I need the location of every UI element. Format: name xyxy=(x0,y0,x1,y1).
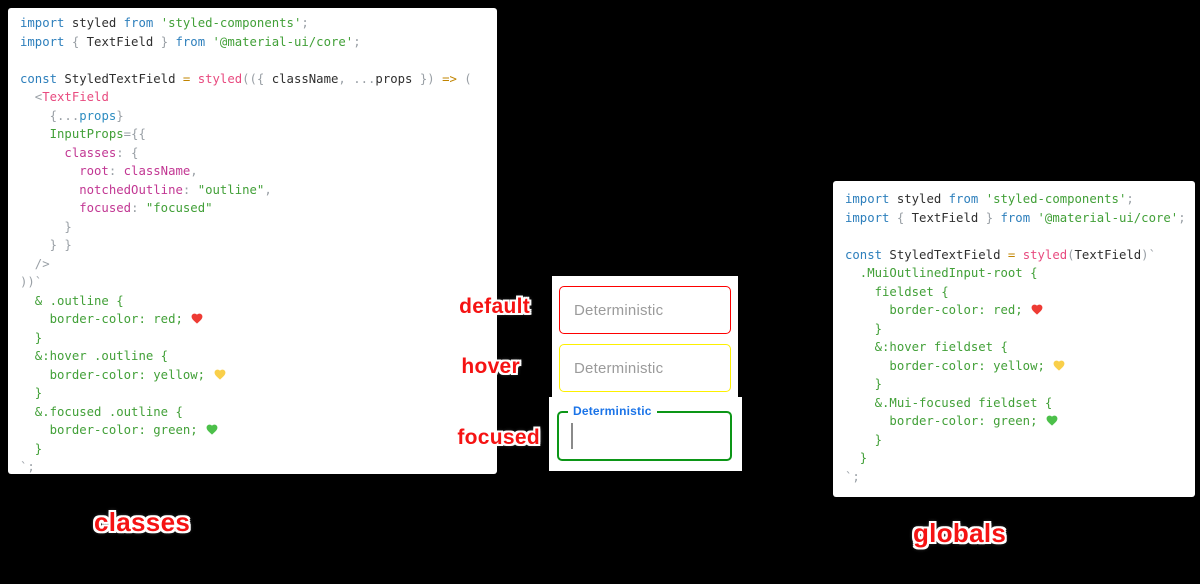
code-line: `; xyxy=(20,460,35,474)
annotation-default: default xyxy=(459,295,530,318)
textfield-placeholder: Deterministic xyxy=(574,359,664,377)
code-line: border-color: yellow; xyxy=(20,366,497,385)
code-line: border-color: yellow; xyxy=(845,357,1195,376)
textfield-placeholder: Deterministic xyxy=(574,301,664,319)
annotation-classes: classes xyxy=(94,507,191,537)
code-line: InputProps={{ xyxy=(20,127,146,141)
code-line: } xyxy=(845,321,883,336)
code-line xyxy=(845,227,1195,246)
code-line: .MuiOutlinedInput-root { xyxy=(845,266,1038,280)
heart-green-icon xyxy=(1045,414,1059,428)
heart-red-icon xyxy=(1030,303,1044,317)
code-line: /> xyxy=(20,256,50,271)
annotation-hover: hover xyxy=(461,355,520,378)
code-line: } xyxy=(20,441,43,456)
code-block-classes: import styled from 'styled-components'; i… xyxy=(8,8,497,474)
code-line: border-color: red; xyxy=(20,310,497,329)
annotation-globals: globals xyxy=(913,518,1007,548)
code-line: <TextField xyxy=(20,90,109,104)
code-line: & .outline { xyxy=(20,293,124,308)
heart-yellow-icon xyxy=(213,368,227,382)
textfield-hover[interactable]: Deterministic xyxy=(559,344,731,392)
code-line: &.Mui-focused fieldset { xyxy=(845,395,1053,410)
code-line: border-color: green; xyxy=(845,412,1195,431)
code-line: root: className, xyxy=(20,164,198,178)
code-line: import styled from 'styled-components'; xyxy=(845,192,1134,206)
code-line: ))` xyxy=(20,275,43,289)
code-line: const StyledTextField = styled(TextField… xyxy=(845,247,1156,262)
code-line: const StyledTextField = styled(({ classN… xyxy=(20,71,472,86)
code-line: notchedOutline: "outline", xyxy=(20,182,272,197)
text-cursor xyxy=(571,423,573,449)
code-line: border-color: green; xyxy=(20,421,497,440)
code-line xyxy=(20,51,497,70)
code-line: } xyxy=(20,219,72,234)
textfield-demo-card-bottom: Deterministic xyxy=(549,397,742,471)
textfield-floating-label: Deterministic xyxy=(568,404,657,418)
annotation-focused: focused xyxy=(457,426,540,449)
code-line: fieldset { xyxy=(845,284,949,299)
textfield-focused[interactable]: Deterministic xyxy=(557,404,732,461)
code-line: &:hover .outline { xyxy=(20,349,169,363)
textfield-default[interactable]: Deterministic xyxy=(559,286,731,334)
code-line: classes: { xyxy=(20,145,139,160)
code-line: } xyxy=(20,386,43,400)
heart-red-icon xyxy=(190,312,204,326)
code-line: {...props} xyxy=(20,108,124,123)
code-line: } } xyxy=(20,238,72,252)
code-line: } xyxy=(845,432,883,447)
code-line: border-color: red; xyxy=(845,301,1195,320)
code-block-globals: import styled from 'styled-components'; i… xyxy=(833,181,1195,497)
code-line: import { TextField } from '@material-ui/… xyxy=(20,34,361,49)
code-line: } xyxy=(845,451,868,465)
code-line: focused: "focused" xyxy=(20,201,213,215)
code-line: import { TextField } from '@material-ui/… xyxy=(845,210,1186,225)
code-line: &.focused .outline { xyxy=(20,404,183,419)
code-line: &:hover fieldset { xyxy=(845,340,1008,354)
code-line: import styled from 'styled-components'; xyxy=(20,16,309,30)
heart-green-icon xyxy=(205,423,219,437)
code-line: } xyxy=(845,377,883,391)
code-line: `; xyxy=(845,469,860,484)
textfield-demo-card-top: Deterministic Deterministic xyxy=(552,276,738,397)
code-line: } xyxy=(20,330,43,345)
heart-yellow-icon xyxy=(1052,359,1066,373)
